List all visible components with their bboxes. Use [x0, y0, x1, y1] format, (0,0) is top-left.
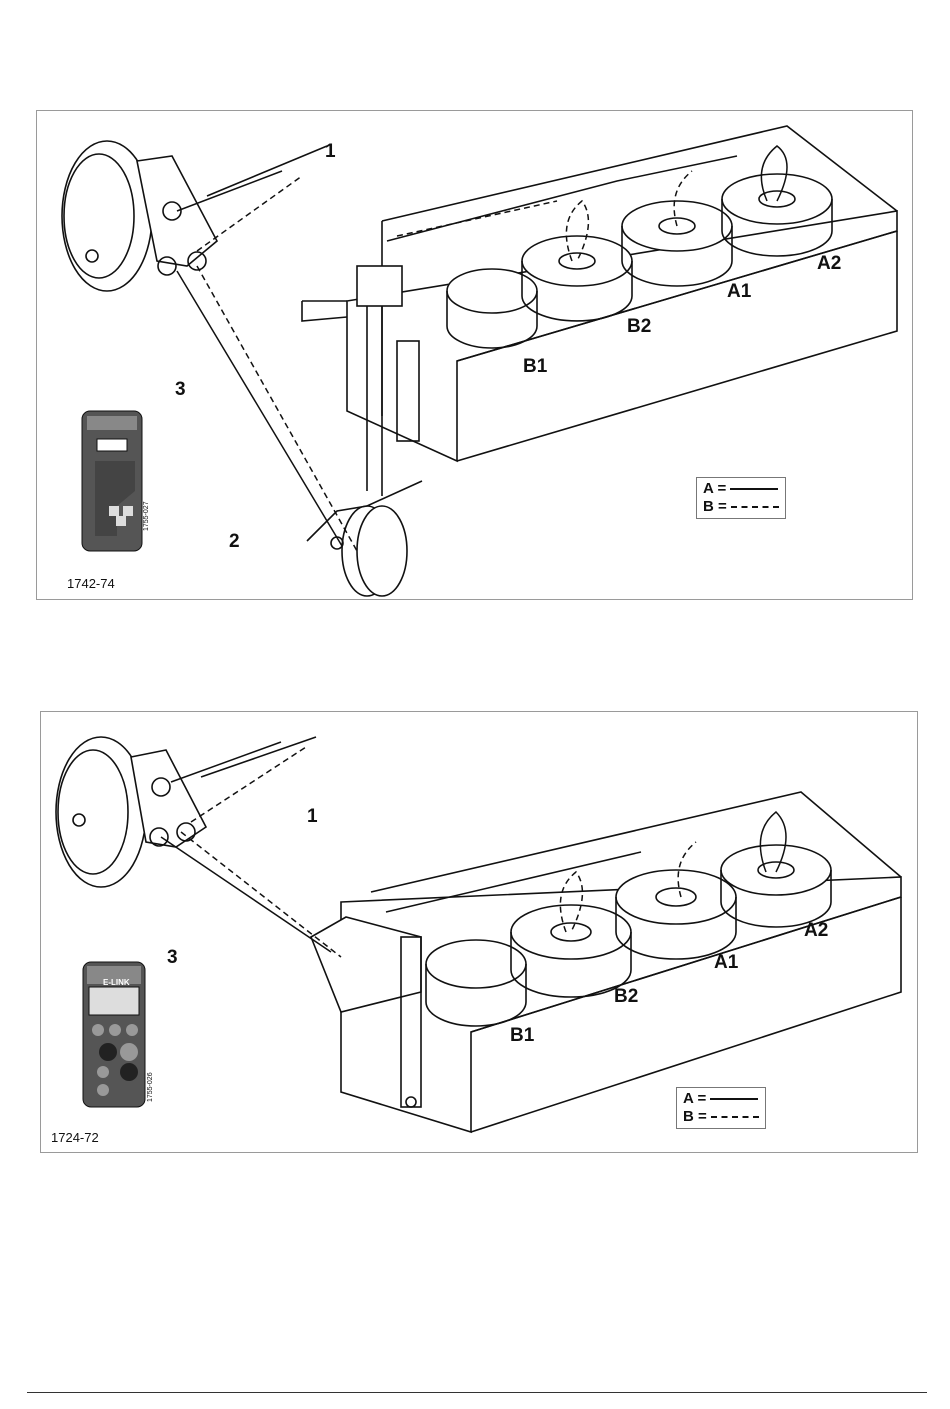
callout-1: 1	[325, 141, 336, 163]
line-legend: A = B =	[696, 477, 786, 519]
remote-part-number: 1755-026	[147, 1072, 154, 1102]
callout-2: 2	[229, 531, 240, 553]
roll-label-a2: A2	[804, 920, 828, 942]
net-wrap-diagram-2	[41, 712, 917, 1152]
legend-b-label: B =	[703, 498, 727, 516]
remote-part-number: 1755-027	[143, 501, 150, 531]
figure-number: 1742-74	[67, 576, 115, 591]
solid-line-icon	[730, 488, 778, 490]
remote-control-icon	[82, 411, 142, 551]
line-legend: A = B =	[676, 1087, 766, 1129]
roll-label-a1: A1	[714, 952, 738, 974]
callout-1: 1	[307, 806, 318, 828]
callout-3: 3	[175, 379, 186, 401]
figure-number: 1724-72	[51, 1130, 99, 1145]
figure-1742-74: 1 2 3 A2 A1 B2 B1 1742-74 1755-027 A = B…	[36, 110, 913, 600]
callout-3: 3	[167, 947, 178, 969]
net-wrap-diagram-1	[37, 111, 912, 599]
legend-b-label: B =	[683, 1108, 707, 1126]
roll-label-a1: A1	[727, 281, 751, 303]
roll-label-b2: B2	[627, 316, 651, 338]
roll-label-b2: B2	[614, 986, 638, 1008]
roll-label-b1: B1	[510, 1025, 534, 1047]
legend-a-label: A =	[683, 1090, 706, 1108]
figure-1724-72: 1 3 A2 A1 B2 B1 1724-72 1755-026 E-LINK …	[40, 711, 918, 1153]
roll-label-b1: B1	[523, 356, 547, 378]
dashed-line-icon	[711, 1116, 759, 1118]
footer-rule	[27, 1392, 927, 1393]
legend-a-label: A =	[703, 480, 726, 498]
solid-line-icon	[710, 1098, 758, 1100]
remote-brand-label: E-LINK	[103, 978, 130, 987]
dashed-line-icon	[731, 506, 779, 508]
roll-label-a2: A2	[817, 253, 841, 275]
